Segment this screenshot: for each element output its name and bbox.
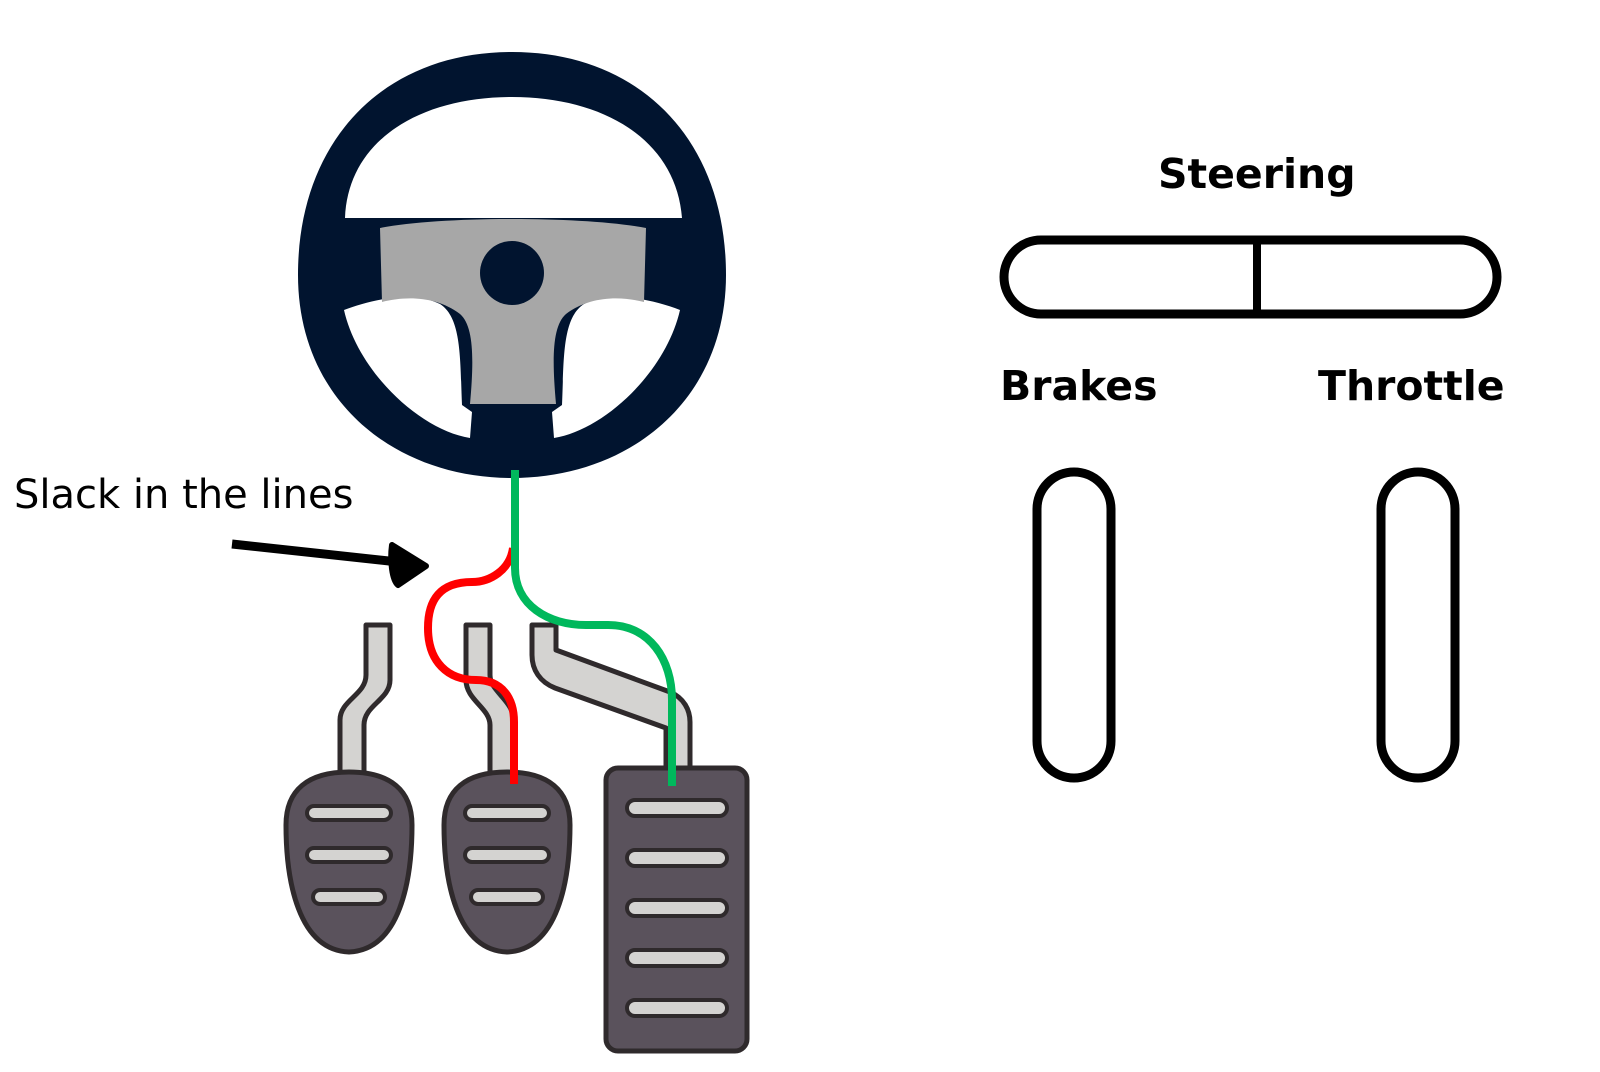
brake-line — [423, 547, 518, 784]
throttle-line — [511, 470, 676, 786]
steering-gauge — [999, 235, 1502, 319]
accelerator-pedal-stem — [529, 622, 693, 783]
steering-gauge-track — [999, 235, 1502, 319]
clutch-pedal-icon — [283, 622, 415, 955]
accelerator-pedal-grip — [625, 998, 729, 1018]
throttle-label: Throttle — [1318, 362, 1505, 410]
brakes-gauge-track — [1032, 467, 1116, 783]
brakes-label: Brakes — [1000, 362, 1158, 410]
steering-label: Steering — [1158, 150, 1356, 198]
accelerator-pedal-icon — [529, 622, 750, 1054]
accelerator-pedal-grip — [625, 848, 729, 868]
brake-pedal-grip — [469, 888, 545, 906]
accelerator-pedal-grip — [625, 898, 729, 918]
annotation-arrow — [231, 539, 429, 588]
throttle-gauge-track — [1376, 467, 1460, 783]
steering-wheel-hub — [380, 219, 646, 404]
accelerator-pedal-grip — [625, 798, 729, 818]
clutch-pedal-grip — [311, 888, 387, 906]
clutch-pedal-grip — [305, 804, 393, 822]
clutch-pedal-stem — [337, 622, 393, 783]
brake-pedal-grip — [463, 846, 551, 864]
annotation-label: Slack in the lines — [14, 472, 354, 518]
steering-wheel-center — [480, 241, 544, 305]
accelerator-pedal-grip — [625, 948, 729, 968]
clutch-pedal-grip — [305, 846, 393, 864]
brake-pedal-grip — [463, 804, 551, 822]
steering-wheel-icon — [298, 52, 726, 478]
